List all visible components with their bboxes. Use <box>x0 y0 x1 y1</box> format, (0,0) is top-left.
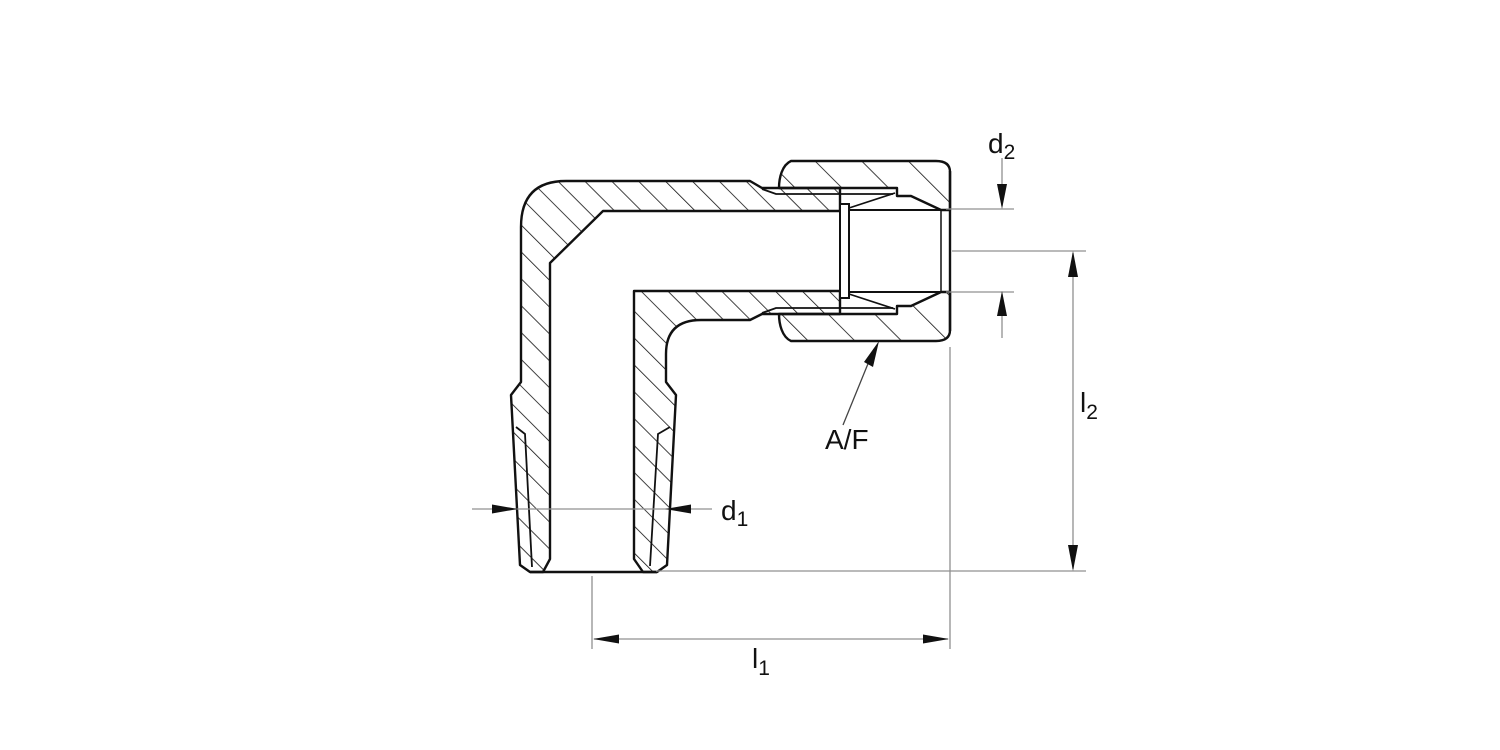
thread-root-left <box>515 426 533 568</box>
arrowhead-l2-bottom <box>1068 545 1078 571</box>
compression-nut-section <box>777 159 952 343</box>
arrowhead-d2-bottom <box>997 291 1007 316</box>
label-l1: l1 <box>752 643 770 680</box>
body-upper-left-section <box>509 179 842 574</box>
dimension-l2: l2 <box>1068 251 1098 571</box>
nut-upper-section <box>777 159 952 212</box>
nut-lower-section <box>777 290 952 343</box>
label-af: A/F <box>825 424 869 455</box>
label-l2: l2 <box>1080 387 1098 424</box>
thread-root-right <box>649 426 671 567</box>
dimension-l1: l1 <box>593 634 949 680</box>
extension-lines <box>591 208 1086 649</box>
ferrule-and-tube <box>839 192 950 310</box>
elbow-body-section <box>509 179 897 574</box>
arrowhead-d1-left <box>492 504 518 514</box>
label-d1: d1 <box>721 495 748 531</box>
arrowhead-l2-top <box>1068 251 1078 277</box>
arrowhead-af <box>864 341 879 367</box>
dimension-d2: d2 <box>988 128 1015 338</box>
thread-root-bottom-run <box>761 307 893 314</box>
callout-af: A/F <box>825 341 879 455</box>
body-lower-right-section <box>632 289 842 574</box>
ferrule-body <box>839 203 850 299</box>
ferrule-cone-bottom <box>848 293 896 310</box>
dimension-d1: d1 <box>472 495 748 531</box>
arrowhead-l1-left <box>593 634 619 644</box>
ferrule-cone-top <box>848 192 896 209</box>
arrowhead-d2-top <box>997 184 1007 209</box>
thread-root-top-run <box>761 188 893 195</box>
label-d2: d2 <box>988 128 1015 164</box>
arrowhead-d1-right <box>665 504 691 514</box>
arrowhead-l1-right <box>923 634 949 644</box>
